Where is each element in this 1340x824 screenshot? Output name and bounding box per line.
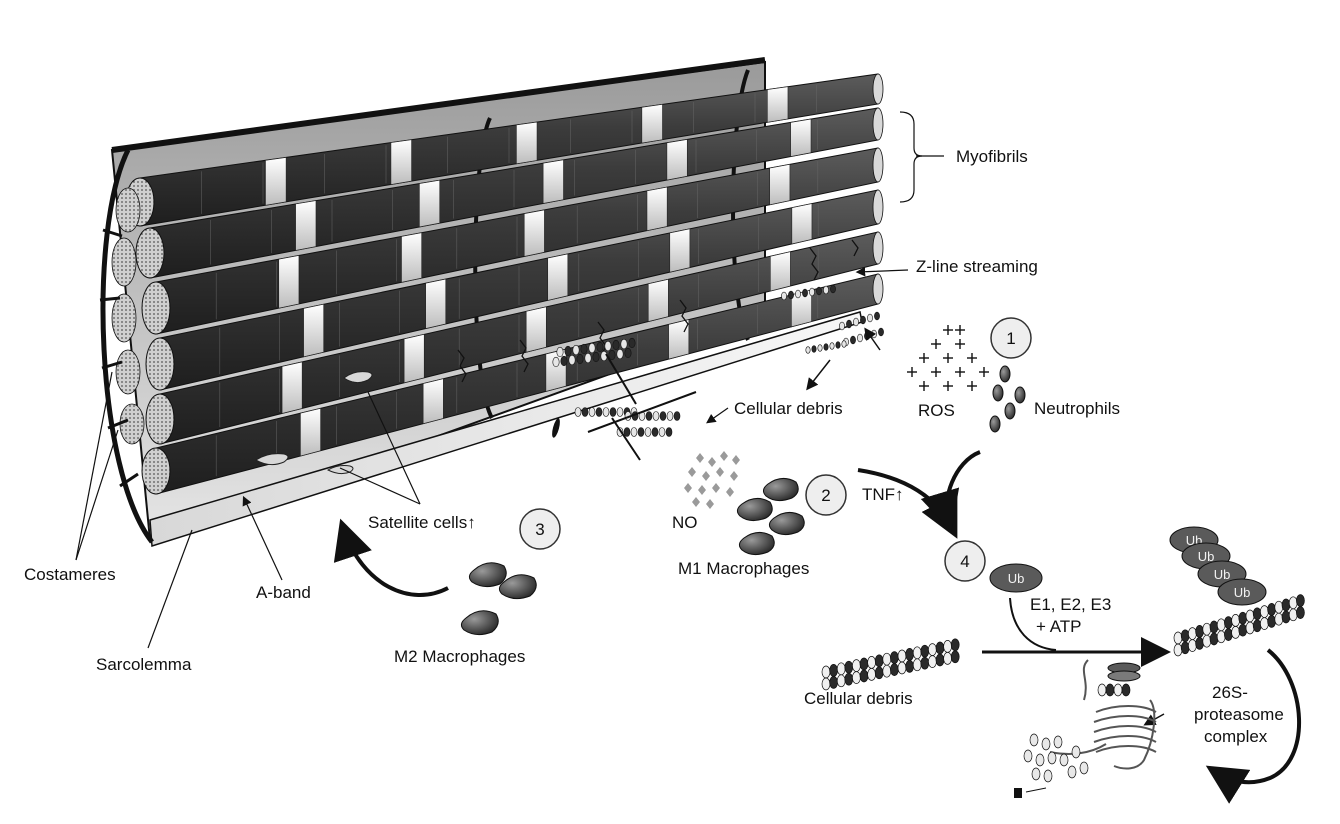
myofibrils-brace	[899, 111, 923, 203]
sarcolemma-front-edge	[100, 148, 154, 544]
fibril-end-caps	[111, 177, 175, 495]
fibril-end-cap	[119, 403, 145, 445]
myofibril	[159, 189, 884, 391]
enzymes-label-line1: E1, E2, E3	[1030, 595, 1111, 614]
step-2-badge: 2	[805, 474, 847, 516]
neutrophils-label: Neutrophils	[1034, 399, 1120, 418]
debris-cluster	[552, 284, 884, 437]
costamere-spokes	[99, 228, 139, 488]
fibril-end-cap	[115, 187, 141, 233]
ub-label: Ub	[1234, 585, 1251, 600]
labels: Myofibrils Z-line streaming Cellular deb…	[24, 147, 1284, 746]
debris-chains	[821, 594, 1305, 697]
muscle-fiber	[99, 57, 884, 547]
step-4-badge: 4	[944, 540, 986, 582]
z-line-pointer	[855, 266, 909, 277]
satellite-pointer-2	[339, 467, 421, 505]
enzymes-label-line2: + ATP	[1036, 617, 1082, 636]
ubiquitin-single: Ub	[989, 563, 1043, 593]
z-line-streaming-label: Z-line streaming	[916, 257, 1038, 276]
satellite-pointer-1	[367, 391, 421, 505]
step-4-number: 4	[960, 552, 969, 571]
cellular-debris-bottom-label: Cellular debris	[804, 689, 913, 708]
step-2-number: 2	[821, 486, 830, 505]
step-1-badge: 1	[990, 317, 1032, 359]
step-circles: 1 2 3 4	[519, 317, 1032, 582]
neutrophils	[989, 365, 1026, 433]
costamere-pointer-2	[75, 429, 119, 561]
fibril-end-cap	[111, 293, 137, 343]
ub-label: Ub	[1214, 567, 1231, 582]
step-1-number: 1	[1006, 329, 1015, 348]
no-label: NO	[672, 513, 698, 532]
myofibril	[149, 107, 884, 279]
myofibril	[155, 147, 884, 335]
debris-pointer	[706, 407, 729, 424]
ub-label: Ub	[1198, 549, 1215, 564]
flow-arrows	[75, 111, 1301, 804]
myofibril-bundle	[139, 73, 884, 495]
fibril-end-cap	[115, 349, 141, 395]
myofibril	[155, 273, 884, 495]
ros-label: ROS	[918, 401, 955, 420]
proteasome-label-line3: complex	[1204, 727, 1268, 746]
sarcolemma-pointer	[147, 529, 193, 649]
z-line-streaming-marks	[457, 239, 859, 383]
m2-to-satellite-arrow	[333, 518, 449, 597]
fibril-end-cap	[141, 281, 171, 335]
ros-symbols	[907, 325, 989, 391]
myofibrils-label: Myofibrils	[956, 147, 1028, 166]
a-band-label: A-band	[256, 583, 311, 602]
sarcolemma-top-edge	[111, 57, 766, 153]
myofibril	[139, 73, 884, 227]
fibril-end-cap	[141, 447, 171, 495]
ub-attach-arrow	[1009, 597, 1057, 651]
fibril-end-cap	[145, 337, 175, 391]
fibril-end-cap	[145, 393, 175, 445]
satellite-cells-label: Satellite cells↑	[368, 513, 476, 532]
sarcolemma-label: Sarcolemma	[96, 655, 192, 674]
ubiquitin-chain: Ub Ub Ub Ub	[1169, 526, 1267, 606]
debris-clusters	[552, 284, 884, 461]
m2-macrophages-label: M2 Macrophages	[394, 647, 525, 666]
costamere-pointer-1	[75, 371, 113, 561]
m1-macrophages	[736, 478, 805, 556]
fibril-end-cap	[135, 227, 165, 279]
ub-label: Ub	[1008, 571, 1025, 586]
cellular-debris-label: Cellular debris	[734, 399, 843, 418]
proteasome-label-line1: 26S-	[1212, 683, 1248, 702]
neutrophil-arrow	[920, 450, 981, 532]
fibril-end-cap	[111, 237, 137, 287]
tnf-label: TNF↑	[862, 485, 904, 504]
costameres-label: Costameres	[24, 565, 116, 584]
step-3-badge: 3	[519, 508, 561, 550]
m1-macrophages-label: M1 Macrophages	[678, 559, 809, 578]
m2-macrophages	[460, 562, 537, 636]
proteasome-label-line2: proteasome	[1194, 705, 1284, 724]
step-3-number: 3	[535, 520, 544, 539]
peptide-fragments	[1014, 733, 1089, 798]
a-band-pointer	[242, 495, 283, 581]
no-symbols	[684, 451, 740, 509]
proteasome-cycle-arrow	[1205, 648, 1301, 804]
proteasome-complex	[1049, 659, 1157, 770]
